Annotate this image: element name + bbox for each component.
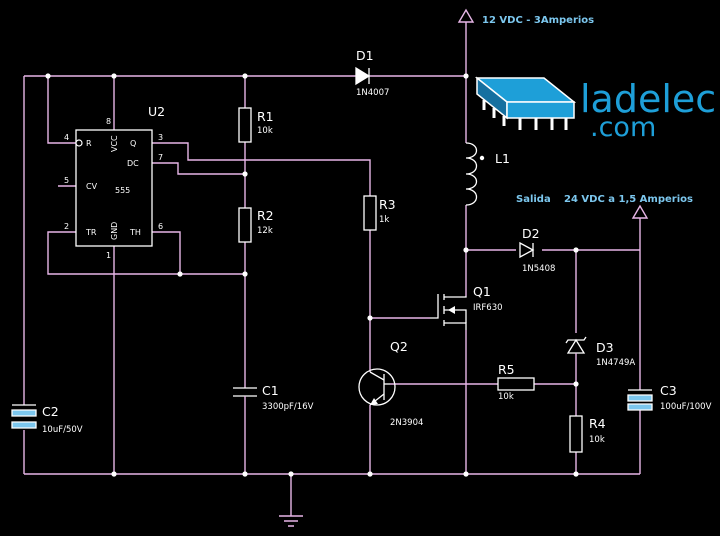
junction-dots [45,73,579,477]
r4-ref: R4 [589,416,606,431]
pin-label-cv: CV [86,182,98,191]
diode-d2: D2 1N5408 [519,226,555,274]
d3-ref: D3 [596,340,614,355]
pin-num-vcc: 8 [106,117,111,126]
r3-value: 1k [379,215,389,225]
capacitor-c2: C2 10uF/50V [11,404,83,435]
r2-ref: R2 [257,208,274,223]
resistor-r1: R1 10k [238,107,274,143]
mosfet-q1: Q1 IRF630 [430,284,503,330]
u2-name: 555 [115,186,130,195]
c3-value: 100uF/100V [660,402,712,412]
pin-num-tr: 2 [64,222,69,231]
r5-ref: R5 [498,362,515,377]
ground-symbol [279,515,303,527]
pin-label-dc: DC [127,159,139,168]
zener-d3: D3 1N4749A [565,336,635,368]
c1-ref: C1 [262,383,279,398]
logo-name: ladelec [580,77,716,121]
r4-value: 10k [589,435,605,445]
pin-label-reset: R [86,139,92,148]
c2-ref: C2 [42,404,59,419]
logo-suffix: .com [590,112,656,143]
c2-value: 10uF/50V [42,425,83,435]
d3-value: 1N4749A [596,358,635,368]
inductor-l1: L1 [465,142,510,206]
pin-num-gnd: 1 [106,251,111,260]
r3-ref: R3 [379,197,396,212]
pin-label-gnd: GND [110,222,119,240]
ladelec-logo: ladelec .com [474,76,716,143]
d1-value: 1N4007 [356,88,389,98]
pin-num-reset: 4 [64,133,69,142]
output-salida-label: Salida [516,194,551,205]
chip-icon [474,76,577,130]
resistor-r2: R2 12k [238,207,274,243]
r1-ref: R1 [257,109,274,124]
capacitor-c1: C1 3300pF/16V [233,383,314,412]
supply-label: 12 VDC - 3Amperios [482,15,594,26]
pin-num-q: 3 [158,133,163,142]
resistor-r4: R4 10k [569,415,606,453]
pin-num-cv: 5 [64,176,69,185]
pin-label-vcc: VCC [110,135,119,152]
r1-value: 10k [257,126,273,136]
d1-ref: D1 [356,48,374,63]
supply-terminal: 12 VDC - 3Amperios [457,8,594,26]
q1-value: IRF630 [473,303,503,313]
transistor-q2: Q2 2N3904 [358,339,423,428]
l1-ref: L1 [495,151,510,166]
output-terminal: Salida 24 VDC a 1,5 Amperios [516,194,693,219]
pin-label-th: TH [129,228,141,237]
capacitor-c3: C3 100uF/100V [627,383,712,412]
resistor-r5: R5 10k [497,362,535,402]
d2-value: 1N5408 [522,264,555,274]
pin-label-q: Q [130,139,136,148]
ic-555: U2 555 R Q DC CV TR TH VCC GND 4 8 3 7 5… [64,104,165,260]
pin-num-dc: 7 [158,153,163,162]
r5-value: 10k [498,392,514,402]
d2-ref: D2 [522,226,540,241]
diode-d1: D1 1N4007 [355,48,389,98]
u2-ref: U2 [148,104,165,119]
q2-value: 2N3904 [390,418,423,428]
pin-num-th: 6 [158,222,163,231]
wiring [23,22,641,516]
c3-ref: C3 [660,383,677,398]
pin-label-tr: TR [85,228,97,237]
resistor-r3: R3 1k [363,195,396,231]
q1-ref: Q1 [473,284,491,299]
q2-ref: Q2 [390,339,408,354]
output-voltage-label: 24 VDC a 1,5 Amperios [564,194,693,205]
c1-value: 3300pF/16V [262,402,314,412]
r2-value: 12k [257,226,273,236]
